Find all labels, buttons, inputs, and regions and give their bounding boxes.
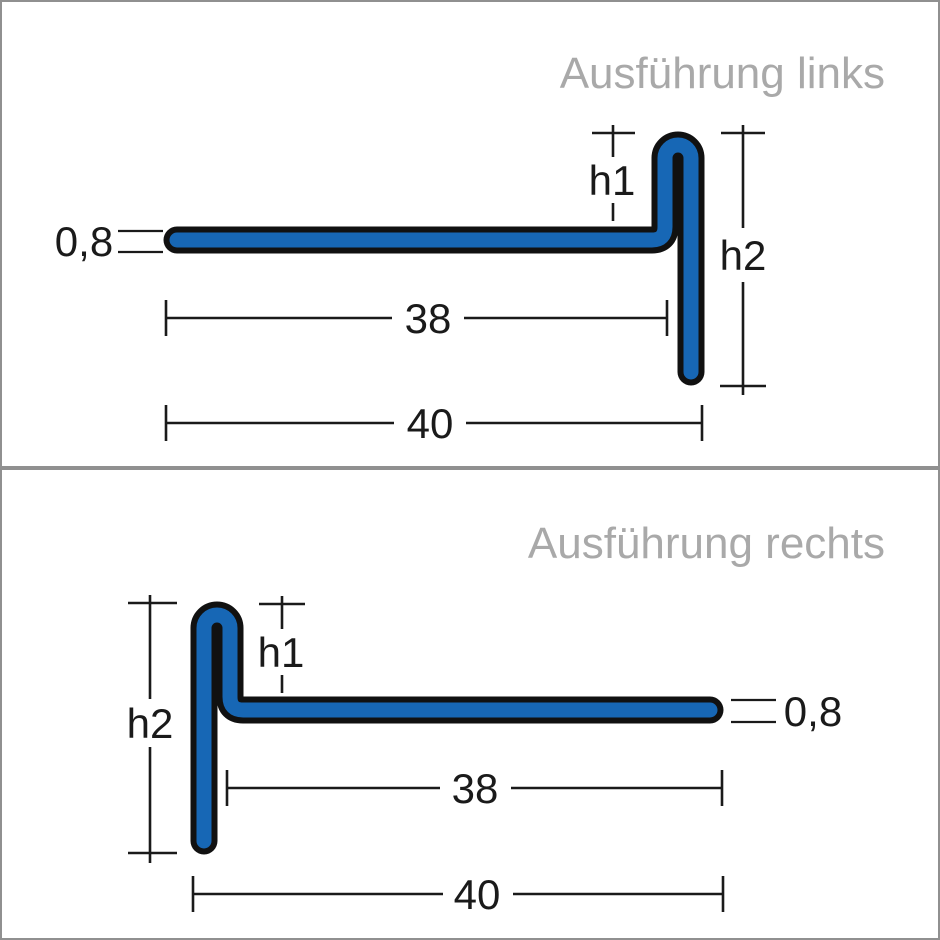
dim-label-38: 38 [452,765,499,812]
dim-label-h2: h2 [720,232,767,279]
profile-links [163,131,705,386]
dimension-40-links: 40 [164,400,704,447]
drawing-rechts: Ausführung rechts h2 h1 0,8 38 [127,519,885,918]
dim-label-40: 40 [407,400,454,447]
profile-rechts [190,601,724,855]
dim-label-h1: h1 [258,629,305,676]
dimension-38-links: 38 [164,295,669,342]
thickness-extension-lines [731,698,776,724]
panel-title-rechts: Ausführung rechts [528,519,885,568]
dim-38-lines [225,770,724,806]
drawing-links: Ausführung links 0,8 h1 h2 38 [55,49,885,447]
dim-label-thickness: 0,8 [784,688,842,735]
dimension-thickness-rechts: 0,8 [731,688,842,735]
h2-dim-lines [128,595,177,863]
dimension-38-rechts: 38 [225,765,724,812]
dimension-thickness-links: 0,8 [55,218,163,265]
dim-label-40: 40 [454,871,501,918]
dim-38-lines [164,300,669,336]
dim-label-38: 38 [405,295,452,342]
dim-label-h1: h1 [589,157,636,204]
profile-fill [196,607,718,849]
dimension-h1-links: h1 [589,125,636,221]
h2-dim-lines [720,125,766,395]
dimension-h2-links: h2 [720,125,767,395]
profile-fill [169,137,699,380]
dimension-h2-rechts: h2 [127,595,177,863]
dimension-40-rechts: 40 [191,871,725,918]
h1-dim-lines [259,596,305,693]
dim-40-lines [191,876,725,912]
h1-dim-lines [592,125,635,221]
thickness-extension-lines [118,229,163,254]
dim-40-lines [164,405,704,441]
dim-label-thickness: 0,8 [55,218,113,265]
dim-label-h2: h2 [127,700,174,747]
panel-title-links: Ausführung links [560,49,885,98]
dimension-h1-rechts: h1 [258,596,305,693]
